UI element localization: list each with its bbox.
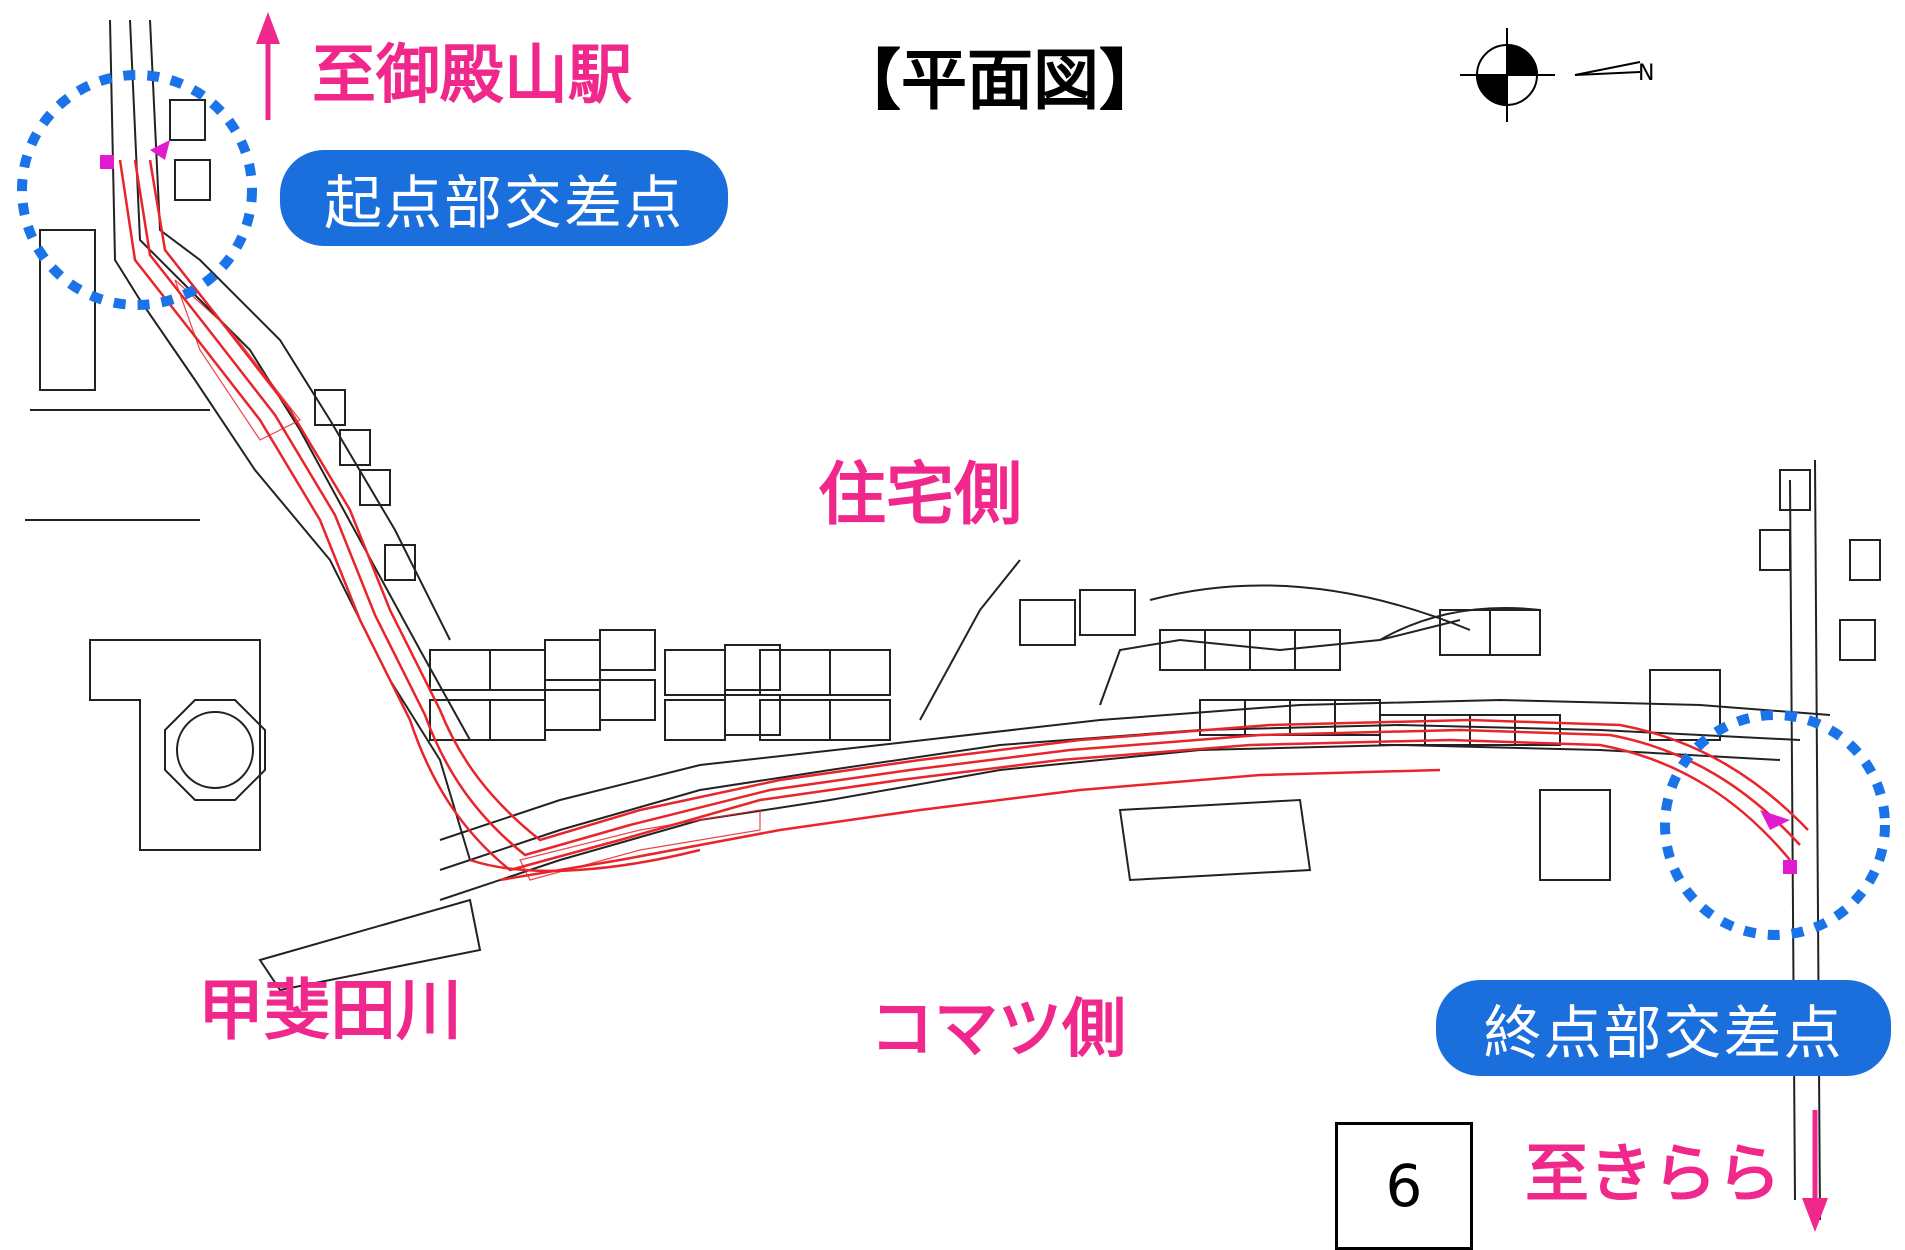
page-number: 6: [1385, 1152, 1423, 1220]
label-komatsu-side: コマツ側: [870, 993, 1126, 1067]
label-river: 甲斐田川: [198, 972, 462, 1049]
end-intersection-circle: [1660, 710, 1890, 940]
linework: [25, 19, 1831, 1221]
label-to-kirara: 至きらら: [1525, 1138, 1781, 1212]
label-residential-side: 住宅側: [818, 456, 1023, 535]
callout-start-intersection: 起点部交差点: [280, 150, 728, 246]
callout-end-intersection: 終点部交差点: [1436, 980, 1891, 1076]
svg-text:N: N: [1638, 61, 1654, 86]
north-arrow-icon: N: [1460, 28, 1654, 122]
hatched-area: [174, 279, 761, 881]
start-intersection-circle: [17, 70, 257, 310]
direction-arrow-up-icon: [256, 12, 280, 120]
label-to-gotemba: 至御殿山駅: [312, 39, 632, 113]
road-alignment: [118, 159, 1809, 882]
plaza-octagon: [164, 699, 266, 801]
map-title: 【平面図】: [835, 42, 1165, 119]
direction-arrow-down-icon: [1802, 1110, 1828, 1232]
page-number-box: 6: [1335, 1122, 1473, 1250]
intersection-markers: [100, 140, 1797, 874]
